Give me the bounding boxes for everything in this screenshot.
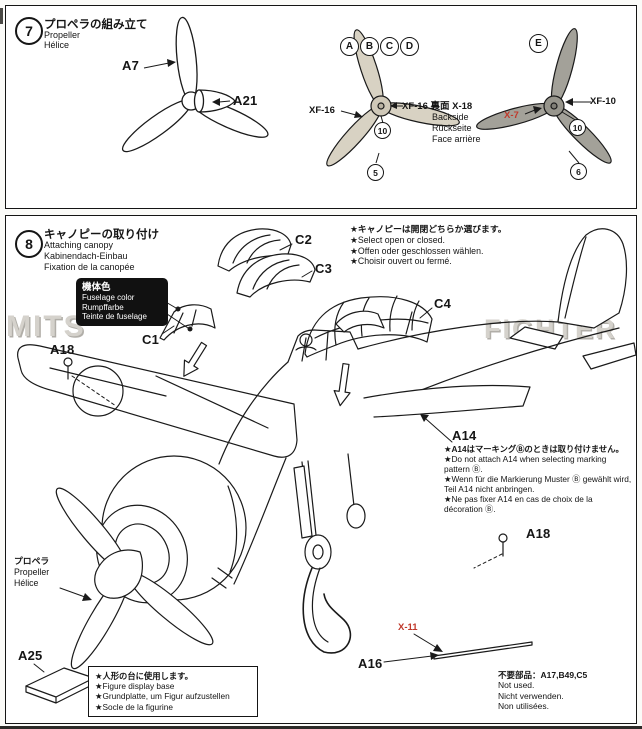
aircraft-art: [17, 228, 636, 670]
propeller-assembly-art: [121, 16, 269, 153]
propeller-callout: プロペラ Propeller Hélice: [14, 556, 49, 588]
scan-edge-bottom: [0, 726, 642, 729]
step8-title-en: Attaching canopy: [44, 240, 114, 250]
figure-base-box: ★人形の台に使用します。 ★Figure display base ★Grund…: [88, 666, 258, 717]
part-label-a7: A7: [122, 58, 140, 73]
backside-en: Backside: [432, 112, 469, 122]
paint-callout-x7: X-7: [504, 110, 519, 121]
canopy-part-c2-art: [217, 228, 292, 272]
step8-leader-lines: [33, 243, 503, 673]
step7-title-en: Propeller: [44, 30, 81, 40]
canopy-part-c4-art: [304, 295, 433, 358]
backside-de: Rückseite: [432, 123, 472, 133]
propeller-callout-fr: Hélice: [14, 577, 39, 588]
a14-note-de: ★Wenn für die Markierung Muster Ⓑ gewähl…: [444, 474, 632, 494]
figure-base-ja: ★人形の台に使用します。: [95, 671, 193, 681]
propeller-art: [55, 487, 214, 670]
qty-badge-10-e: 10: [569, 119, 586, 136]
qty-badge-6: 6: [570, 163, 587, 180]
part-label-a18-1: A18: [50, 342, 75, 357]
qty-badge-10-abcd: 10: [374, 122, 391, 139]
canopy-option-notes: ★キャノピーは開閉どちらか選びます。 ★Select open or close…: [350, 224, 630, 267]
step8-title-ja: キャノピーの取り付け: [44, 229, 159, 241]
part-label-c3: C3: [315, 261, 333, 276]
part-label-c4: C4: [434, 296, 452, 311]
variant-badge-b: B: [360, 37, 379, 56]
part-a16-art: [433, 641, 533, 660]
step8-title-de: Kabinendach-Einbau: [44, 251, 128, 261]
paint-callout-xf16: XF-16: [309, 105, 335, 116]
a14-note-fr: ★Ne pas fixer A14 en cas de choix de la …: [444, 494, 593, 514]
not-used-ja: 不要部品：A17,B49,C5: [498, 670, 588, 680]
step7-title-ja: プロペラの組み立て: [44, 19, 148, 31]
step8-subtitles: Attaching canopy Kabinendach-Einbau Fixa…: [44, 240, 135, 273]
pilot-figure-art: [299, 333, 313, 347]
fuselage-color-fr: Teinte de fuselage: [82, 312, 147, 321]
not-used-en: Not used.: [498, 680, 535, 691]
part-label-c2: C2: [295, 232, 313, 247]
not-used-de: Nicht verwenden.: [498, 690, 564, 701]
canopy-note-de: ★Offen oder geschlossen wählen.: [350, 245, 484, 256]
variant-badge-c: C: [380, 37, 399, 56]
paint-callout-xf10: XF-10: [590, 96, 616, 107]
fuselage-color-en: Fuselage color: [82, 293, 135, 302]
fuselage-color-box: 機体色 Fuselage color Rumpffarbe Teinte de …: [76, 278, 168, 326]
variant-badge-e: E: [529, 34, 548, 53]
canopy-part-c3-art: [236, 253, 316, 298]
scan-mark-top-left: [0, 8, 3, 24]
variant-badge-d: D: [400, 37, 419, 56]
backside-fr: Face arrière: [432, 134, 481, 144]
part-a25-base-art: [25, 667, 95, 704]
step8-artwork: [17, 228, 636, 704]
fuselage-color-de: Rumpffarbe: [82, 302, 124, 312]
watermark-left: MITS: [6, 310, 86, 343]
tail-fin-art: [557, 228, 628, 329]
a14-note-en: ★Do not attach A14 when selecting markin…: [444, 454, 607, 474]
canopy-note-ja: ★キャノピーは開閉どちらか選びます。: [350, 224, 507, 234]
part-label-a21: A21: [233, 93, 258, 108]
paint-callout-backside: XF-16 裏面 X-18 Backside Rückseite Face ar…: [402, 98, 481, 145]
part-label-a25: A25: [18, 648, 43, 663]
part-label-a14: A14: [452, 428, 477, 443]
part-a18-pin-1-art: [63, 357, 73, 380]
part-a18-pin-2-art: [498, 533, 508, 557]
fuselage-color-ja: 機体色: [82, 282, 111, 293]
step8-title-fr: Fixation de la canopée: [44, 262, 135, 272]
step8-panel: MITS FIGHTER: [5, 215, 637, 724]
canopy-part-c1-art: [159, 304, 216, 341]
canopy-note-en: ★Select open or closed.: [350, 234, 445, 245]
step7-artwork: [121, 16, 612, 167]
figure-base-en: ★Figure display base: [95, 681, 175, 692]
paint-backside-line: XF-16 裏面 X-18: [402, 101, 473, 112]
install-arrows: [183, 341, 351, 407]
canopy-note-fr: ★Choisir ouvert ou fermé.: [350, 256, 452, 267]
a14-notes: ★A14はマーキングⒷのときは取り付けません。 ★Do not attach A…: [444, 444, 632, 514]
landing-gear-art: [293, 453, 366, 654]
not-used-fr: Non utilisées.: [498, 701, 550, 712]
step7-title-fr: Hélice: [44, 40, 70, 50]
part-label-a16: A16: [358, 656, 383, 671]
part-label-c1: C1: [142, 332, 160, 347]
propeller-callout-ja: プロペラ: [14, 556, 50, 566]
qty-badge-5: 5: [367, 164, 384, 181]
figure-base-fr: ★Socle de la figurine: [95, 701, 174, 712]
step8-number-badge: 8: [15, 230, 43, 258]
paint-callout-x11: X-11: [398, 622, 418, 633]
not-used-notes: 不要部品：A17,B49,C5 Not used. Nicht verwende…: [498, 670, 632, 712]
part-label-a18-2: A18: [526, 526, 551, 541]
wing-art: [17, 344, 298, 458]
antenna-a14-art: [405, 311, 413, 335]
step7-leader-lines: [143, 59, 591, 164]
variant-badge-a: A: [340, 37, 359, 56]
figure-base-de: ★Grundplatte, um Figur aufzustellen: [95, 691, 230, 702]
a14-note-ja: ★A14はマーキングⒷのときは取り付けません。: [444, 444, 624, 454]
propeller-callout-en: Propeller: [14, 566, 50, 577]
step7-panel: 7 プロペラの組み立て Propeller Hélice A7 A21 A B …: [5, 5, 637, 209]
step7-number-badge: 7: [15, 17, 43, 45]
